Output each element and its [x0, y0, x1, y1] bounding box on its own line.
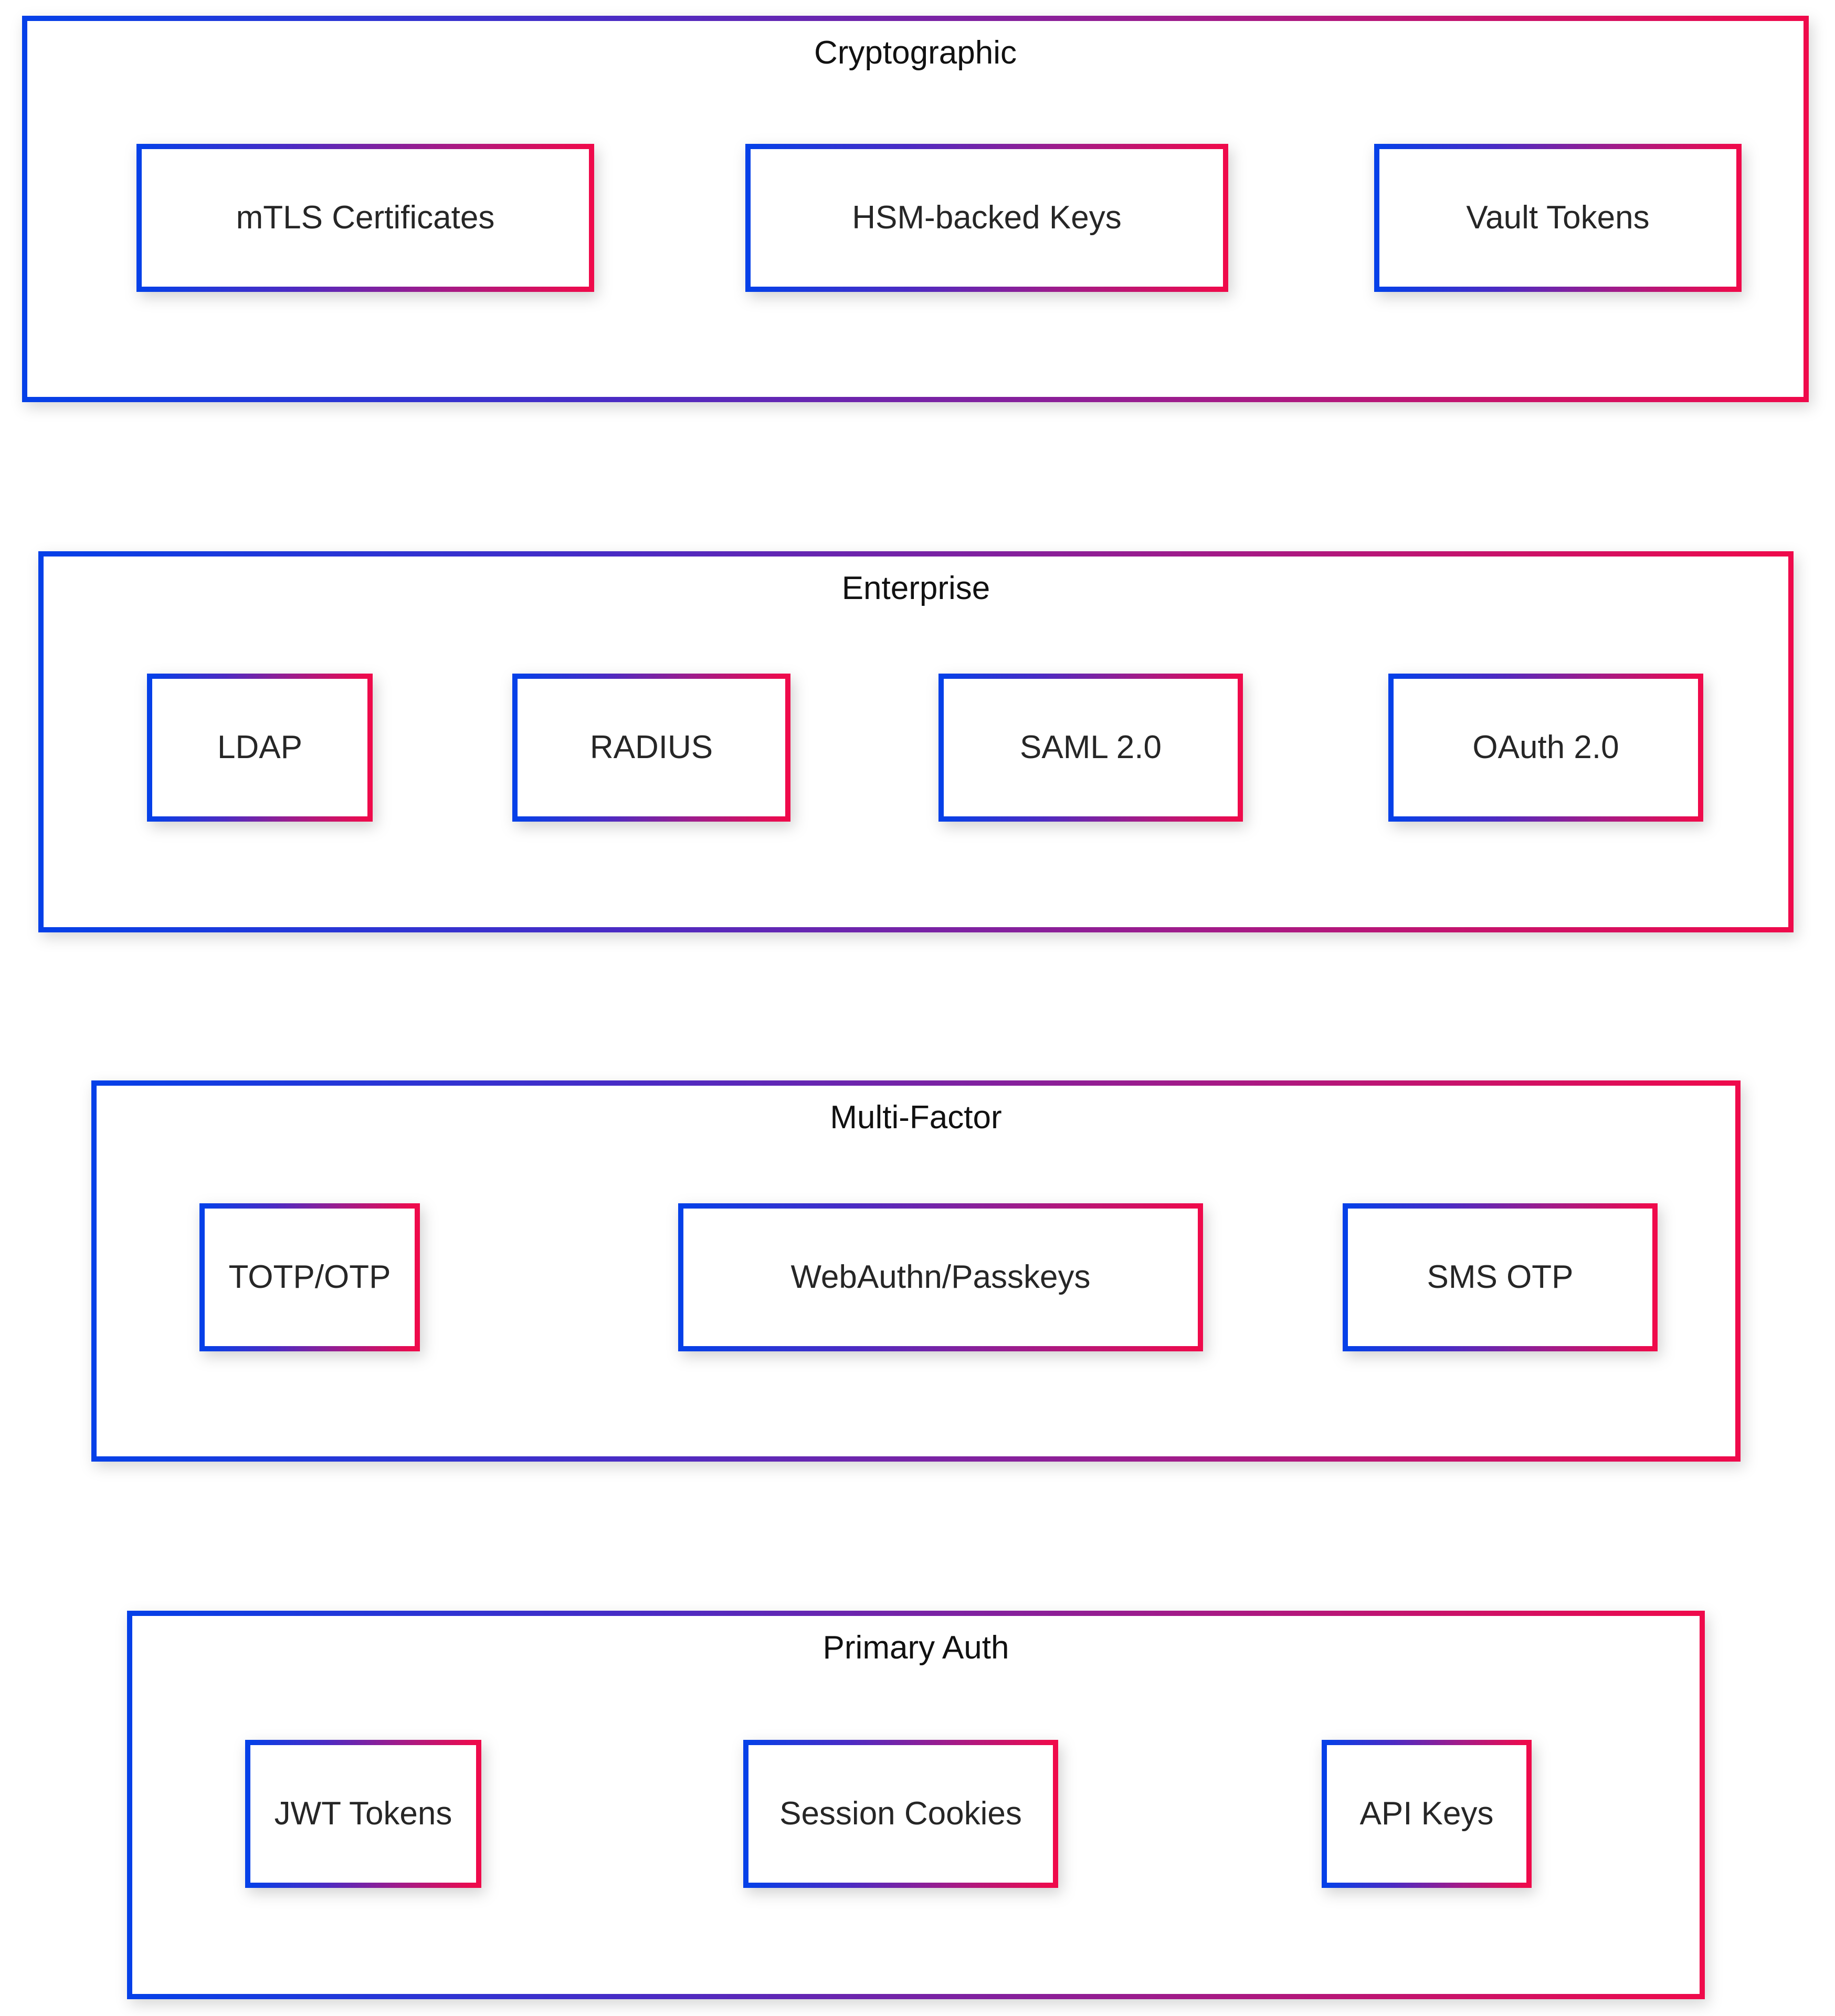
group-title-cryptographic: Cryptographic — [814, 35, 1017, 71]
group-cryptographic[interactable]: Cryptographic mTLS Certificates HSM-backed… — [22, 16, 1809, 402]
node-label-webauthn-passkeys: WebAuthn/Passkeys — [790, 1258, 1091, 1295]
node-mtls-certificates[interactable]: mTLS Certificates — [136, 144, 594, 292]
node-jwt-tokens[interactable]: JWT Tokens — [245, 1740, 481, 1888]
node-oauth-2-0[interactable]: OAuth 2.0 — [1388, 674, 1703, 822]
node-label-hsm-backed-keys: HSM-backed Keys — [852, 199, 1122, 236]
node-label-jwt-tokens: JWT Tokens — [274, 1795, 452, 1832]
node-label-oauth-2-0: OAuth 2.0 — [1472, 729, 1619, 765]
node-label-api-keys: API Keys — [1359, 1795, 1494, 1832]
node-ldap[interactable]: LDAP — [147, 674, 373, 822]
node-radius[interactable]: RADIUS — [512, 674, 790, 822]
node-api-keys[interactable]: API Keys — [1322, 1740, 1532, 1888]
node-label-saml-2-0: SAML 2.0 — [1020, 729, 1162, 765]
node-label-mtls-certificates: mTLS Certificates — [236, 199, 495, 236]
node-webauthn-passkeys[interactable]: WebAuthn/Passkeys — [678, 1203, 1203, 1351]
node-label-sms-otp: SMS OTP — [1427, 1258, 1574, 1295]
node-totp-otp[interactable]: TOTP/OTP — [199, 1203, 420, 1351]
node-label-session-cookies: Session Cookies — [779, 1795, 1022, 1832]
node-saml-2-0[interactable]: SAML 2.0 — [938, 674, 1243, 822]
node-session-cookies[interactable]: Session Cookies — [743, 1740, 1058, 1888]
node-label-radius: RADIUS — [589, 729, 713, 765]
node-label-vault-tokens: Vault Tokens — [1466, 199, 1650, 236]
node-label-totp-otp: TOTP/OTP — [228, 1258, 391, 1295]
node-hsm-backed-keys[interactable]: HSM-backed Keys — [745, 144, 1228, 292]
group-title-multi-factor: Multi-Factor — [830, 1099, 1002, 1136]
node-vault-tokens[interactable]: Vault Tokens — [1374, 144, 1742, 292]
group-title-enterprise: Enterprise — [841, 570, 990, 606]
node-label-ldap: LDAP — [217, 729, 302, 765]
group-title-primary-auth: Primary Auth — [822, 1630, 1009, 1666]
node-sms-otp[interactable]: SMS OTP — [1343, 1203, 1658, 1351]
